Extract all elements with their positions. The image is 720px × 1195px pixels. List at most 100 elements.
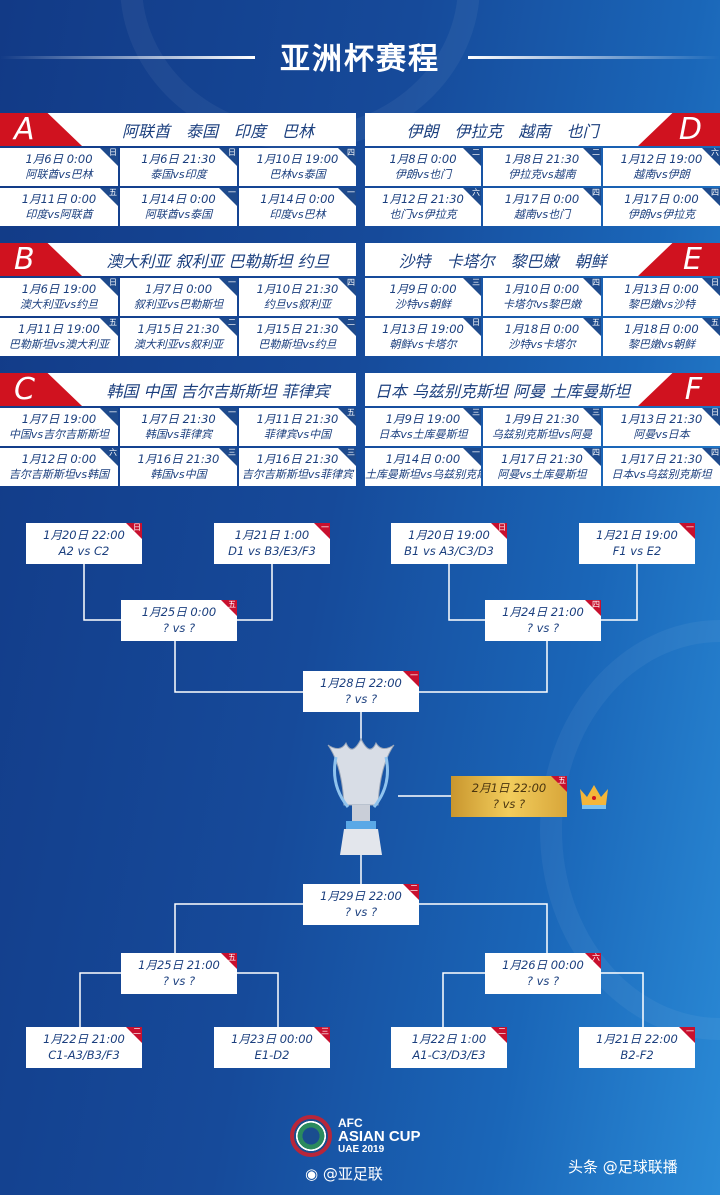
final-match-card: 2月1日 22:00? vs ?五 [451,776,567,817]
match-teams: ? vs ? [492,797,526,811]
weekday-label: 四 [592,448,600,457]
weekday-label: 五 [592,318,600,327]
bracket-line [79,972,121,1027]
match-teams: F1 vs E2 [612,544,662,558]
bracket-line [601,972,644,1027]
bracket-line [419,640,548,693]
match-datetime: 1月17日 21:30 [501,452,583,466]
match-teams: 澳大利亚vs约旦 [19,298,99,311]
quarter-final-match-card: 1月25日 0:00? vs ?五 [121,600,237,641]
weekday-label: 日 [109,148,117,157]
match-teams: 乌兹别克斯坦vs阿曼 [491,428,593,441]
weekday-label: 二 [472,148,480,157]
quarter-final-match-card: 1月24日 21:00? vs ?四 [485,600,601,641]
weekday-label: 六 [472,188,480,197]
match-teams: 黎巴嫩vs沙特 [627,298,696,311]
weekday-label: 日 [228,148,236,157]
weekday-label: 三 [472,408,480,417]
weekday-label: 五 [711,318,719,327]
weekday-label: 三 [472,278,480,287]
match-teams: 韩国vs中国 [150,468,207,481]
weekday-label: 一 [686,1027,694,1036]
bracket-line [448,563,485,621]
weekday-label: 四 [592,188,600,197]
match-datetime: 1月9日 19:00 [385,412,461,426]
weekday-label: 六 [592,953,600,962]
match-teams: C1-A3/B3/F3 [48,1048,120,1062]
match-datetime: 1月10日 21:30 [256,282,339,296]
weekday-label: 三 [321,1027,329,1036]
match-datetime: 1月20日 19:00 [408,528,490,542]
weekday-label: 一 [228,278,236,287]
match-teams: A1-C3/D3/E3 [412,1048,486,1062]
weekday-label: 四 [347,148,355,157]
match-teams: 日本vs土库曼斯坦 [378,428,468,441]
weekday-label: 一 [410,671,418,680]
match-teams: 约旦vs叙利亚 [263,298,332,311]
match-teams: ? vs ? [526,974,560,988]
match-datetime: 1月21日 1:00 [234,528,310,542]
match-teams: 澳大利亚vs叙利亚 [133,338,224,351]
semi-final-match-card: 1月28日 22:00? vs ?一 [303,671,419,712]
match-teams: 菲律宾vs中国 [263,428,332,441]
match-teams: 巴勒斯坦vs约旦 [258,338,337,351]
match-teams: 巴勒斯坦vs澳大利亚 [8,338,110,351]
weekday-label: 四 [592,600,600,609]
afc-asian-cup-logo [290,1115,332,1157]
match-teams: 阿联酋vs泰国 [144,208,213,221]
weekday-label: 一 [109,408,117,417]
match-teams: 越南vs也门 [513,208,571,221]
group-match-card: 1月14日 0:00土库曼斯坦vs乌兹别克斯坦一 [365,448,481,486]
quarter-final-match-card: 1月25日 21:00? vs ?五 [121,953,237,994]
weekday-label: 日 [472,318,480,327]
match-teams: 巴林vs泰国 [269,168,326,181]
match-datetime: 2月1日 22:00 [471,781,547,795]
match-datetime: 1月13日 19:00 [382,322,464,336]
match-datetime: 1月11日 0:00 [21,192,97,206]
bracket-line [601,563,638,621]
weekday-label: 五 [109,318,117,327]
match-datetime: 1月7日 0:00 [144,282,213,296]
match-datetime: 1月21日 19:00 [596,528,678,542]
match-teams: 印度vs巴林 [269,208,326,221]
match-teams: 印度vs阿联酋 [25,208,93,221]
match-datetime: 1月18日 0:00 [624,322,699,336]
match-datetime: 1月15日 21:30 [137,322,220,336]
afc-logo-text: AFC ASIAN CUP UAE 2019 [338,1117,421,1156]
weekday-label: 一 [228,188,236,197]
logo-line: UAE 2019 [338,1144,385,1155]
match-teams: 伊朗vs伊拉克 [627,208,696,221]
match-datetime: 1月24日 21:00 [502,605,584,619]
match-teams: ? vs ? [344,905,378,919]
weekday-label: 二 [133,1027,141,1036]
match-datetime: 1月6日 21:30 [141,152,216,166]
match-datetime: 1月18日 0:00 [504,322,580,336]
match-datetime: 1月16日 21:30 [256,452,339,466]
bracket-line [174,640,303,693]
weibo-icon: ◉ [305,1165,323,1183]
